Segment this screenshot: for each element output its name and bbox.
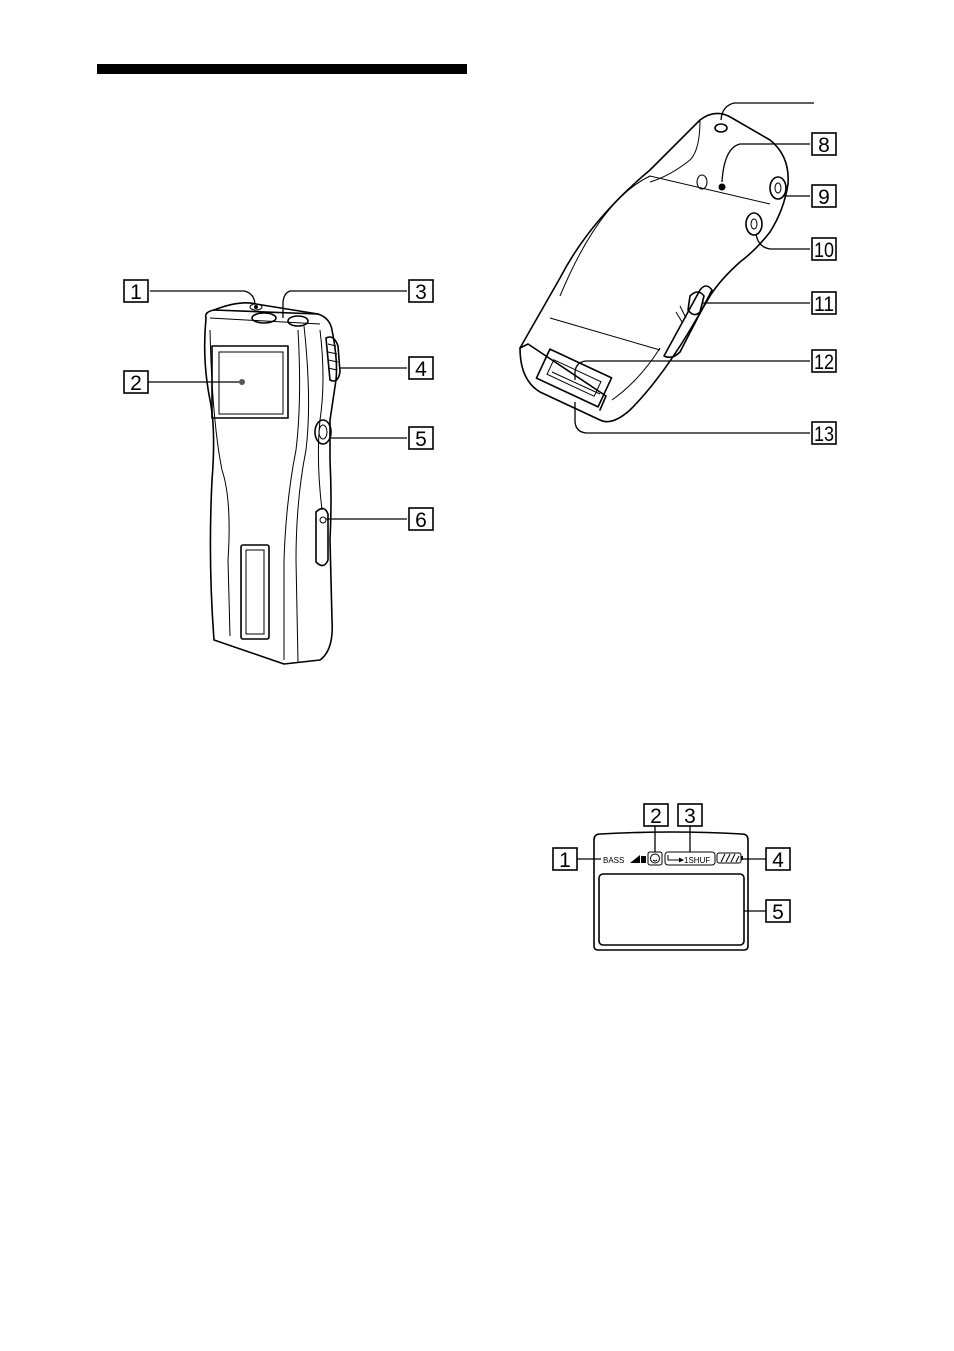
svg-text:12: 12 — [814, 351, 834, 374]
svg-text:9: 9 — [818, 186, 830, 209]
svg-text:1: 1 — [559, 849, 571, 872]
svg-text:10: 10 — [814, 239, 834, 262]
bass-indicator: BASS — [603, 855, 646, 865]
svg-text:BASS: BASS — [603, 856, 624, 865]
front-callout-6: 6 — [409, 508, 433, 532]
display-frame — [594, 832, 748, 950]
display-callout-1: 1 — [553, 848, 577, 872]
display-callout-2: 2 — [644, 804, 668, 828]
front-callout-1: 1 — [124, 280, 148, 304]
svg-text:8: 8 — [818, 134, 830, 157]
display-callout-3: 3 — [678, 804, 702, 828]
svg-text:5: 5 — [772, 901, 784, 924]
leader-rear-top — [721, 103, 814, 120]
rear-view-illustration: 8 9 10 11 12 13 — [520, 103, 836, 446]
rear-callout-9: 9 — [812, 185, 836, 209]
front-callout-2: 2 — [124, 371, 148, 395]
svg-text:13: 13 — [814, 423, 834, 446]
front-view-illustration: 1 2 3 4 5 6 — [124, 280, 433, 664]
rear-callout-10: 10 — [812, 238, 836, 262]
rear-callout-12: 12 — [812, 350, 836, 374]
front-device-body — [205, 303, 340, 664]
svg-text:4: 4 — [415, 358, 427, 381]
screen-center-dot — [239, 379, 245, 385]
svg-text:2: 2 — [650, 805, 662, 828]
front-callout-4: 4 — [409, 357, 433, 381]
svg-text:6: 6 — [415, 509, 427, 532]
display-callout-5: 5 — [766, 900, 790, 924]
svg-text:11: 11 — [814, 293, 834, 316]
rear-device-body — [520, 113, 788, 421]
svg-text:1SHUF: 1SHUF — [684, 856, 710, 865]
rear-callout-11: 11 — [812, 292, 836, 316]
leader-rear-10 — [756, 234, 810, 249]
svg-text:2: 2 — [130, 372, 142, 395]
leader-rear-13 — [575, 402, 810, 433]
front-callout-3: 3 — [409, 280, 433, 304]
avls-icon — [648, 852, 662, 865]
rear-callout-13: 13 — [812, 422, 836, 446]
section-heading-rule — [97, 64, 467, 74]
svg-text:5: 5 — [415, 428, 427, 451]
front-callout-5: 5 — [409, 427, 433, 451]
battery-icon — [717, 853, 743, 863]
svg-text:3: 3 — [684, 805, 696, 828]
display-illustration: BASS 1SHUF 1 — [553, 804, 790, 950]
svg-text:3: 3 — [415, 281, 427, 304]
leader-front-1 — [150, 291, 255, 304]
svg-text:1: 1 — [130, 281, 142, 304]
display-callout-4: 4 — [766, 848, 790, 872]
play-mode-indicator: 1SHUF — [665, 852, 715, 865]
leader-rear-8 — [722, 144, 810, 182]
rear-callout-8: 8 — [812, 133, 836, 157]
svg-text:4: 4 — [772, 849, 784, 872]
